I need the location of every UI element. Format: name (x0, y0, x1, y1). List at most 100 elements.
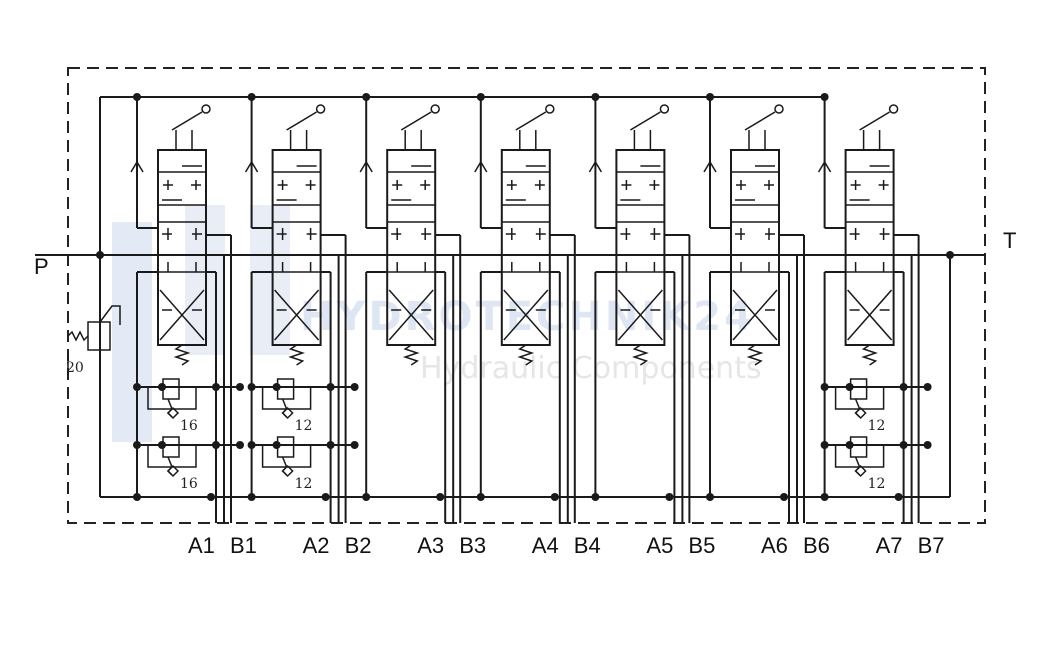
flow-arrow-icon (735, 165, 775, 201)
blocked-port-icon (735, 228, 775, 240)
junction-dot (923, 383, 932, 391)
junction-dot (236, 383, 244, 391)
blocked-port-icon (621, 180, 660, 190)
relief-setting: 16 (180, 418, 198, 434)
relief-setting: 12 (868, 418, 886, 434)
junction-dot (272, 383, 281, 391)
blocked-port-icon (506, 180, 545, 190)
junction-dot (321, 493, 330, 501)
spring-icon (67, 330, 89, 342)
port-a-label: A4 (532, 533, 559, 558)
cross-flow-icon (388, 289, 434, 341)
junction-dot (591, 493, 600, 501)
junction-dot (820, 383, 829, 391)
junction-dot (350, 383, 359, 391)
main-relief-setting: 20 (66, 360, 84, 376)
port-icon (625, 262, 656, 272)
junction-dot (820, 493, 829, 501)
junction-dot (207, 493, 215, 501)
spring-icon (861, 344, 878, 366)
port-icon (740, 262, 770, 272)
flow-arrow-icon (505, 165, 546, 201)
junction-dot (550, 493, 559, 501)
port-b-label: B6 (803, 533, 830, 558)
port-a-label: A1 (188, 533, 215, 558)
spring-icon (517, 344, 535, 366)
junction-dot (133, 93, 141, 101)
relief-bypass (261, 387, 312, 418)
blocked-port-icon (849, 228, 890, 240)
junction-dot (158, 383, 166, 391)
cross-flow-icon (274, 289, 320, 341)
junction-dot (96, 251, 104, 259)
lever (744, 111, 776, 150)
flow-arrow-icon (391, 165, 432, 201)
port-b-label: B3 (459, 533, 486, 558)
junction-dot (350, 441, 359, 449)
port-icon (854, 262, 885, 272)
junction-dot (820, 93, 829, 101)
spring-icon (632, 344, 649, 366)
arrow-up-icon (130, 160, 144, 173)
arrow-up-icon (474, 160, 488, 173)
junction-dot (133, 441, 141, 449)
relief-bypass (834, 445, 885, 476)
junction-dot (845, 383, 854, 391)
relief-setting: 12 (295, 418, 313, 434)
port-icon (167, 262, 197, 272)
arrow-up-icon (588, 160, 603, 173)
blocked-port-icon (391, 228, 432, 240)
blocked-port-icon (850, 180, 889, 190)
lever-knob-icon (774, 104, 784, 114)
junction-dot (820, 441, 829, 449)
flow-arrow-icon (162, 165, 202, 201)
junction-dot (247, 383, 256, 391)
junction-dot (247, 93, 256, 101)
flow-arrow-icon (849, 165, 890, 201)
cross-flow-icon (847, 289, 893, 341)
check-valve-icon (854, 406, 867, 420)
junction-dot (326, 441, 335, 449)
spring-icon (746, 344, 764, 366)
watermark: HYDROTECHNIK24 Hydraulic Components (112, 205, 762, 442)
valve-block-outline (67, 67, 986, 524)
lever-knob-icon (659, 104, 670, 114)
junction-dot (845, 441, 854, 449)
junction-dot (706, 93, 714, 101)
relief-bypass (834, 387, 885, 418)
relief-bypass (261, 445, 312, 476)
watermark-brand: HYDROTECHNIK24 (300, 294, 755, 340)
junction-dot (158, 441, 166, 449)
relief-bypass (147, 387, 197, 418)
relief-setting: 12 (868, 476, 886, 492)
port-t-label: T (1003, 228, 1016, 253)
flow-arrow-icon (620, 165, 661, 201)
cross-flow-icon (617, 289, 663, 341)
arrow-up-icon (817, 160, 832, 173)
watermark-sub: Hydraulic Components (420, 351, 762, 386)
port-icon (281, 262, 312, 272)
check-valve-icon (166, 464, 180, 478)
check-valve-icon (281, 464, 294, 478)
junction-dot (247, 493, 256, 501)
lever-knob-icon (315, 104, 326, 114)
lever-knob-icon (201, 104, 211, 114)
arrow-up-icon (703, 160, 717, 173)
cross-flow-icon (503, 289, 549, 341)
junction-dot (133, 383, 141, 391)
junction-dot (436, 493, 445, 501)
lever (859, 111, 890, 150)
relief-bypass (147, 445, 197, 476)
lever-knob-icon (888, 104, 899, 114)
junction-dot (894, 493, 903, 501)
blocked-port-icon (505, 228, 546, 240)
lever (630, 111, 661, 150)
arrow-up-icon (359, 160, 373, 173)
